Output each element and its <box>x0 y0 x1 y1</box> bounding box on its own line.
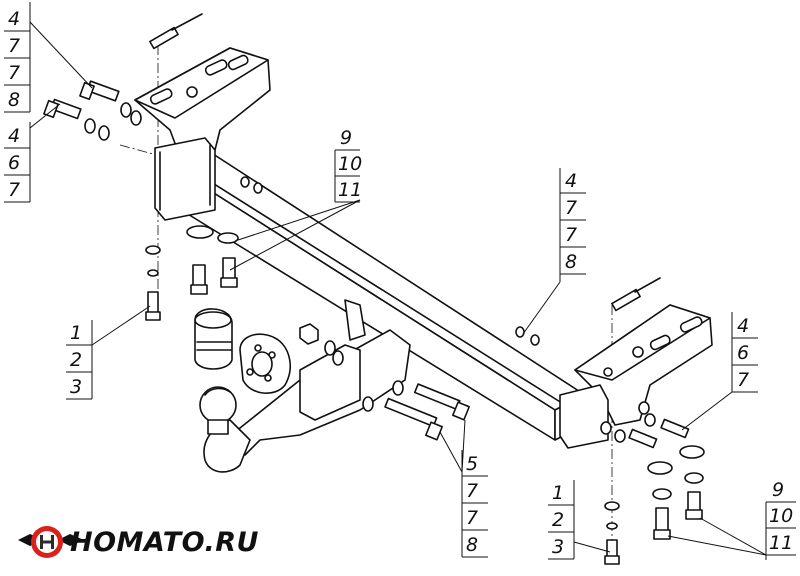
callout-label: 2 <box>552 509 564 531</box>
callout-label: 4 <box>8 125 20 147</box>
callout-label: 8 <box>8 89 20 111</box>
callout-label: 4 <box>565 170 577 192</box>
callout-label: 7 <box>466 507 478 529</box>
callout-label: 8 <box>565 251 577 273</box>
ball-cover <box>194 308 233 370</box>
callout-label: 5 <box>466 453 478 475</box>
callout-stack-top-left-lower: 4 6 7 <box>4 122 31 203</box>
callout-label: 4 <box>737 315 749 337</box>
callout-label: 10 <box>769 505 793 527</box>
callout-stack-bottom-left: 1 2 3 <box>66 320 93 400</box>
callout-label: 9 <box>340 127 352 149</box>
callout-stack-bottom-right: 9 10 11 <box>765 479 796 560</box>
callout-label: 7 <box>8 35 20 57</box>
callout-label: 7 <box>8 62 20 84</box>
callout-label: 8 <box>466 534 478 556</box>
callout-label: 7 <box>466 480 478 502</box>
callout-label: 3 <box>552 536 564 558</box>
callout-label: 6 <box>8 152 20 174</box>
callout-label: 9 <box>772 479 784 501</box>
callout-stack-top-left-upper: 4 7 7 8 <box>4 2 31 113</box>
callout-label: 4 <box>8 8 20 30</box>
callout-stack-center-right: 4 7 7 8 <box>559 168 586 282</box>
callout-label: 3 <box>70 376 82 398</box>
callout-label: 7 <box>737 369 749 391</box>
callout-label: 11 <box>769 532 793 554</box>
callout-label: 10 <box>338 153 362 175</box>
callout-label: 2 <box>70 349 82 371</box>
callout-stack-bottom-right-left: 1 2 3 <box>548 480 575 560</box>
fasteners <box>43 13 705 565</box>
callout-stack-center-upper: 9 10 11 <box>334 127 362 203</box>
callout-label: 11 <box>338 179 362 201</box>
brand-wordmark[interactable]: HOMATO.RU <box>70 527 259 558</box>
callout-stack-bottom-center: 5 7 7 8 <box>461 450 488 558</box>
callout-stack-right: 4 6 7 <box>731 312 758 393</box>
tow-arm <box>199 299 411 473</box>
callout-label: 1 <box>70 322 82 344</box>
callout-label: 6 <box>737 342 749 364</box>
left-bracket <box>134 47 271 221</box>
leader-lines <box>29 21 767 556</box>
right-bracket <box>559 304 713 449</box>
brand-logo-icon <box>18 526 84 558</box>
callout-label: 7 <box>8 179 20 201</box>
callout-label: 7 <box>565 224 577 246</box>
callout-label: 7 <box>565 197 577 219</box>
electrical-socket <box>239 333 291 394</box>
callout-label: 1 <box>552 482 564 504</box>
